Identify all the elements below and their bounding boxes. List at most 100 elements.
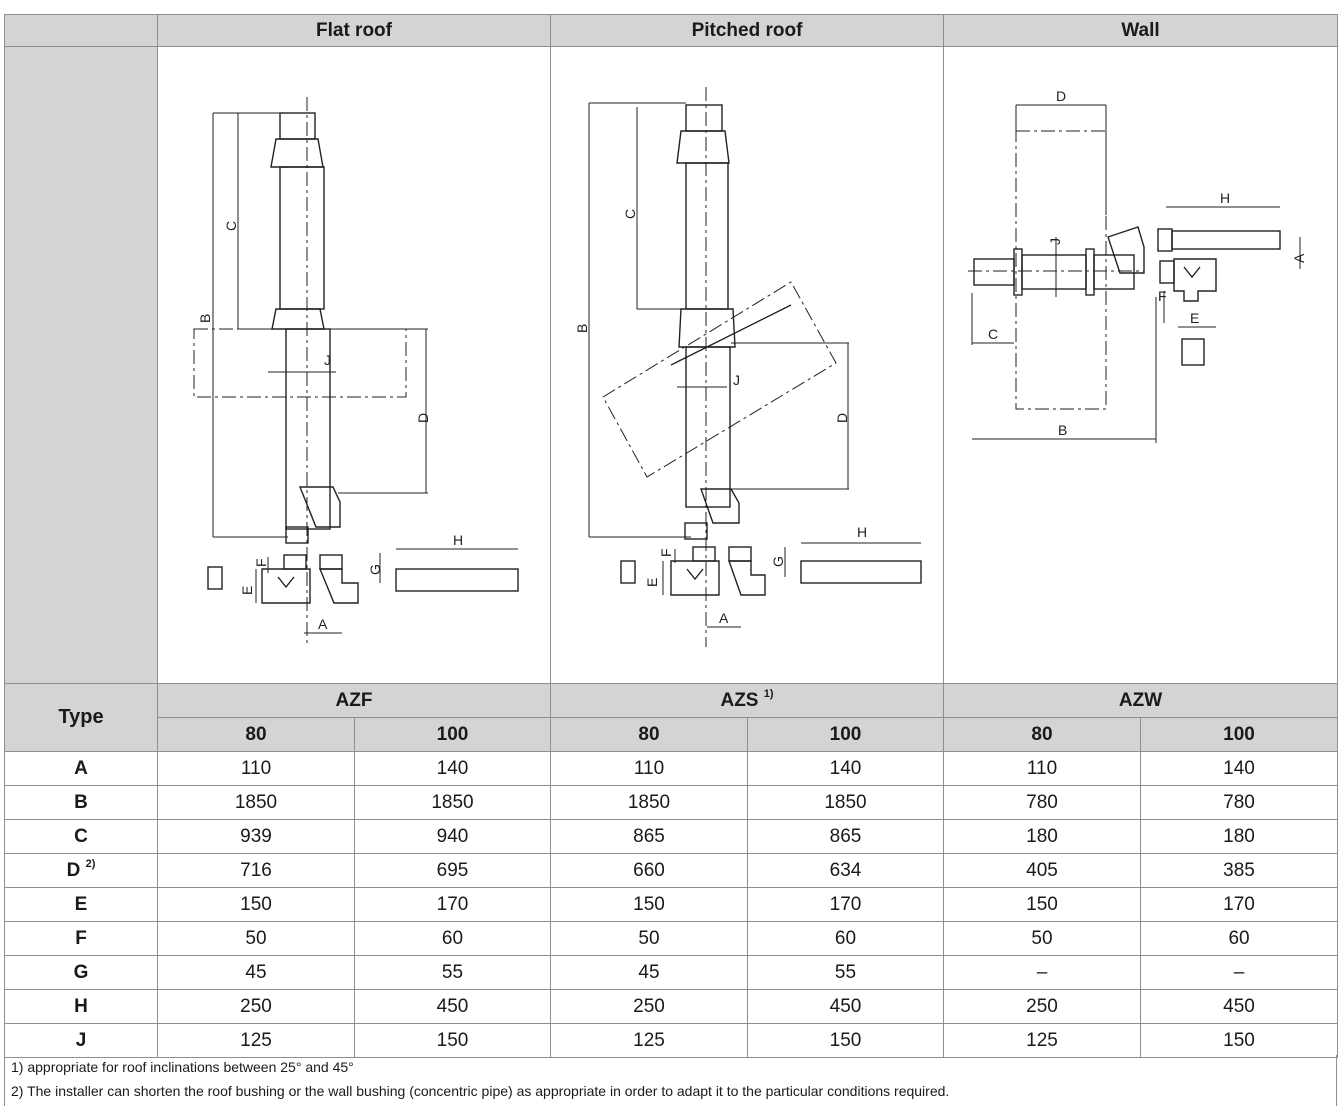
value-cell: 140	[747, 751, 944, 786]
value-cell: –	[943, 955, 1141, 990]
dim-label-d-wall: D	[1056, 88, 1066, 104]
value-cell: 50	[550, 921, 748, 956]
row-label: D 2)	[4, 853, 158, 888]
model-header-azs: AZS 1)	[550, 683, 944, 718]
size-header: 80	[157, 717, 355, 752]
footnote-1: 1) appropriate for roof inclinations bet…	[11, 1059, 354, 1075]
value-cell: 450	[747, 989, 944, 1024]
pitched-roof-diagram: B C D J H A E F G	[574, 87, 922, 647]
pitched-roof-diagram-cell: B C D J H A E F G	[550, 46, 944, 684]
row-label: G	[4, 955, 158, 990]
flat-roof-diagram: B C D J H A E F G	[193, 97, 519, 647]
value-cell: 55	[747, 955, 944, 990]
value-cell: 150	[550, 887, 748, 922]
value-cell: 1850	[747, 785, 944, 820]
value-cell: 140	[1139, 751, 1339, 786]
row-label: B	[4, 785, 158, 820]
value-cell: 45	[550, 955, 748, 990]
diagram-row-label	[4, 46, 158, 684]
row-label-text: A	[74, 757, 88, 779]
value-cell: 780	[943, 785, 1141, 820]
dim-label-h-pitched: H	[857, 524, 867, 540]
dim-label-b-wall: B	[1058, 422, 1067, 438]
row-label-text: J	[75, 1029, 87, 1051]
size-header: 100	[1139, 717, 1339, 752]
value-cell: 1850	[157, 785, 355, 820]
dim-label-e-flat: E	[239, 586, 255, 595]
row-label-text: G	[73, 961, 89, 983]
dim-label-j-flat: J	[324, 352, 331, 368]
row-label-text: H	[74, 995, 88, 1017]
value-cell: 110	[157, 751, 355, 786]
dim-label-c-pitched: C	[622, 209, 638, 219]
value-cell: 940	[354, 819, 551, 854]
value-cell: 865	[747, 819, 944, 854]
row-label: F	[4, 921, 158, 956]
row-label: H	[4, 989, 158, 1024]
value-cell: 50	[157, 921, 355, 956]
dim-label-f-flat: F	[253, 558, 269, 567]
row-label: A	[4, 751, 158, 786]
model-name: AZS	[720, 689, 759, 711]
dim-label-j-wall: J	[1047, 238, 1063, 245]
wall-diagram-cell: D J H A F	[942, 46, 1339, 684]
dim-label-d-flat: D	[415, 413, 431, 423]
value-cell: 60	[747, 921, 944, 956]
value-cell: 125	[550, 1023, 748, 1058]
value-cell: 695	[354, 853, 551, 888]
dim-label-e-pitched: E	[644, 578, 660, 587]
row-label-text: F	[75, 927, 87, 949]
dim-label-h-flat: H	[453, 532, 463, 548]
value-cell: 50	[943, 921, 1141, 956]
value-cell: 60	[354, 921, 551, 956]
model-header-azf: AZF	[157, 683, 551, 718]
dim-label-b-pitched: B	[574, 324, 590, 333]
value-cell: 250	[550, 989, 748, 1024]
value-cell: 250	[157, 989, 355, 1024]
value-cell: 170	[1139, 887, 1339, 922]
value-cell: 865	[550, 819, 748, 854]
dim-label-c-flat: C	[223, 221, 239, 231]
footnote-2: 2) The installer can shorten the roof bu…	[11, 1083, 950, 1099]
footnote-ref: 1)	[763, 687, 774, 700]
value-cell: 180	[943, 819, 1141, 854]
type-header: Type	[4, 683, 158, 752]
dim-label-a-wall: A	[1291, 253, 1307, 263]
flat-roof-diagram-cell: B C D J H A E F G	[157, 46, 551, 684]
value-cell: 180	[1139, 819, 1339, 854]
value-cell: 1850	[550, 785, 748, 820]
footnotes: 1) appropriate for roof inclinations bet…	[4, 1055, 1337, 1106]
value-cell: 450	[1139, 989, 1339, 1024]
header-wall: Wall	[942, 14, 1339, 47]
dim-label-h-wall: H	[1220, 190, 1230, 206]
dim-label-f-pitched: F	[658, 548, 674, 557]
dim-label-e-wall: E	[1190, 310, 1199, 326]
value-cell: 170	[354, 887, 551, 922]
model-name: AZF	[335, 689, 373, 711]
value-cell: 150	[354, 1023, 551, 1058]
dim-label-d-pitched: D	[834, 413, 850, 423]
value-cell: 939	[157, 819, 355, 854]
size-header: 100	[354, 717, 551, 752]
value-cell: 634	[747, 853, 944, 888]
dim-label-c-wall: C	[988, 326, 998, 342]
row-label-text: E	[74, 893, 88, 915]
model-header-azw: AZW	[942, 683, 1339, 718]
value-cell: 660	[550, 853, 748, 888]
value-cell: 716	[157, 853, 355, 888]
row-label-text: D	[66, 859, 81, 881]
row-label: E	[4, 887, 158, 922]
row-label: J	[4, 1023, 158, 1058]
corner-cell	[4, 14, 158, 47]
value-cell: 55	[354, 955, 551, 990]
size-header: 80	[943, 717, 1141, 752]
dim-label-a-pitched: A	[719, 610, 729, 626]
